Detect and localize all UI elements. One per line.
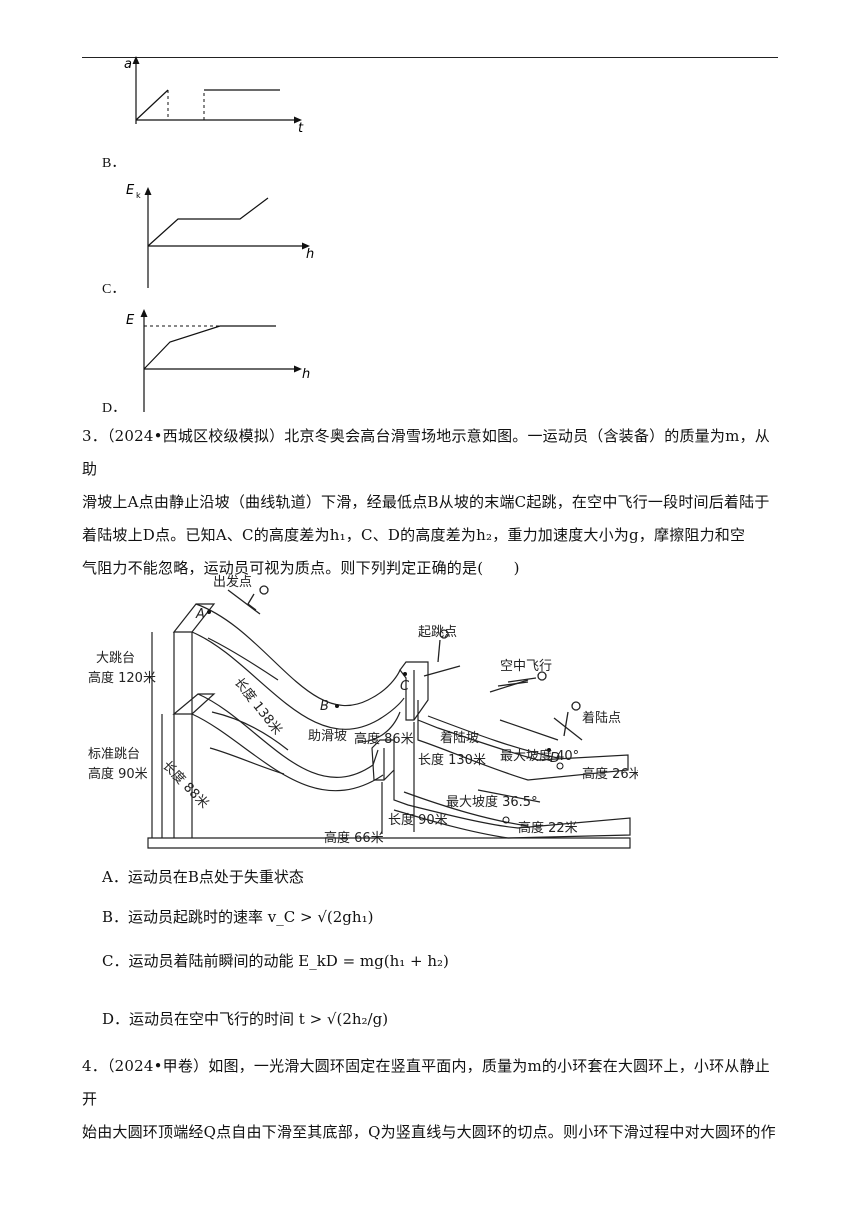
q3-line3: 着陆坡上D点。已知A、C的高度差为h₁，C、D的高度差为h₂，重力加速度大小为g… <box>82 526 746 544</box>
graph-c-x-label: h <box>306 247 314 262</box>
label-std-jump-1: 标准跳台 <box>88 747 140 762</box>
q3-line2: 滑坡上A点由静止沿坡（曲线轨道）下滑，经最低点B从坡的末端C起跳，在空中飞行一段… <box>82 493 770 511</box>
label-max36: 最大坡度 36.5° <box>446 794 538 810</box>
label-d: D <box>550 751 560 766</box>
header-rule <box>82 57 778 58</box>
graph-d: E h <box>126 309 310 412</box>
option-b-letter: B． <box>102 156 126 171</box>
label-c: C <box>400 679 410 694</box>
point-b-dot <box>335 704 339 708</box>
graph-c-y-sub: k <box>136 191 141 200</box>
label-h22: 高度 22米 <box>518 820 578 836</box>
ski-jump-figure: 出发点 起跳点 空中飞行 着陆点 大跳台 高度 120米 标准跳台 高度 90米… <box>88 574 638 849</box>
q3-line4: 气阻力不能忽略，运动员可视为质点。则下列判定正确的是( ) <box>82 559 520 577</box>
label-max40: 最大坡度 40° <box>500 748 579 764</box>
label-std-jump-2: 高度 90米 <box>88 766 148 782</box>
choice-d: D．运动员在空中飞行的时间 t > √(2h₂/g) <box>102 1010 389 1028</box>
point-c-dot <box>403 672 407 676</box>
label-flight: 空中飞行 <box>500 659 552 674</box>
label-len88: 长度 88米 <box>159 758 212 812</box>
label-h86: 高度 86米 <box>354 731 414 747</box>
label-start: 出发点 <box>213 574 252 590</box>
q4-stem: 4．（2024•甲卷）如图，一光滑大圆环固定在竖直平面内，质量为m的小环套在大圆… <box>82 1050 782 1149</box>
label-landing-slope: 着陆坡 <box>440 730 479 746</box>
graph-b: a t <box>124 56 304 134</box>
q4-line2: 始由大圆环顶端经Q点自由下滑至其底部，Q为竖直线与大圆环的切点。则小环下滑过程中… <box>82 1123 776 1141</box>
graph-b-y-label: a <box>124 57 132 72</box>
label-len90: 长度 90米 <box>388 812 448 828</box>
label-len138: 长度 138米 <box>231 675 285 738</box>
label-big-jump-1: 大跳台 <box>96 651 135 666</box>
label-approach: 助滑坡 <box>308 729 347 744</box>
label-h66: 高度 66米 <box>324 830 384 846</box>
choice-a: A．运动员在B点处于失重状态 <box>102 868 304 886</box>
choice-b: B．运动员起跳时的速率 v_C > √(2gh₁) <box>102 908 374 926</box>
label-b: B <box>320 699 329 714</box>
graph-b-x-label: t <box>298 121 304 134</box>
option-d-letter: D． <box>102 401 127 416</box>
label-big-jump-2: 高度 120米 <box>88 670 156 686</box>
graph-d-y-label: E <box>126 313 135 328</box>
graph-c-y-label: E <box>126 183 135 198</box>
label-takeoff: 起跳点 <box>418 625 457 640</box>
label-landing-point: 着陆点 <box>582 710 621 726</box>
label-a: A <box>195 607 205 622</box>
q3-stem: 3．（2024•西城区校级模拟）北京冬奥会高台滑雪场地示意如图。一运动员（含装备… <box>82 420 782 585</box>
point-d-dot <box>547 748 551 752</box>
option-c-letter: C． <box>102 282 126 297</box>
q3-line1: 3．（2024•西城区校级模拟）北京冬奥会高台滑雪场地示意如图。一运动员（含装备… <box>82 427 770 478</box>
marker-22 <box>502 816 510 824</box>
label-h26: 高度 26米 <box>582 766 638 782</box>
choice-c: C．运动员着陆前瞬间的动能 E_kD = mg(h₁ + h₂) <box>102 952 449 970</box>
q4-line1: 4．（2024•甲卷）如图，一光滑大圆环固定在竖直平面内，质量为m的小环套在大圆… <box>82 1057 770 1108</box>
graph-c: E k h <box>126 183 314 288</box>
graph-d-x-label: h <box>302 367 310 382</box>
marker-26 <box>556 762 564 770</box>
label-len130: 长度 130米 <box>418 752 486 768</box>
point-a-dot <box>207 610 211 614</box>
